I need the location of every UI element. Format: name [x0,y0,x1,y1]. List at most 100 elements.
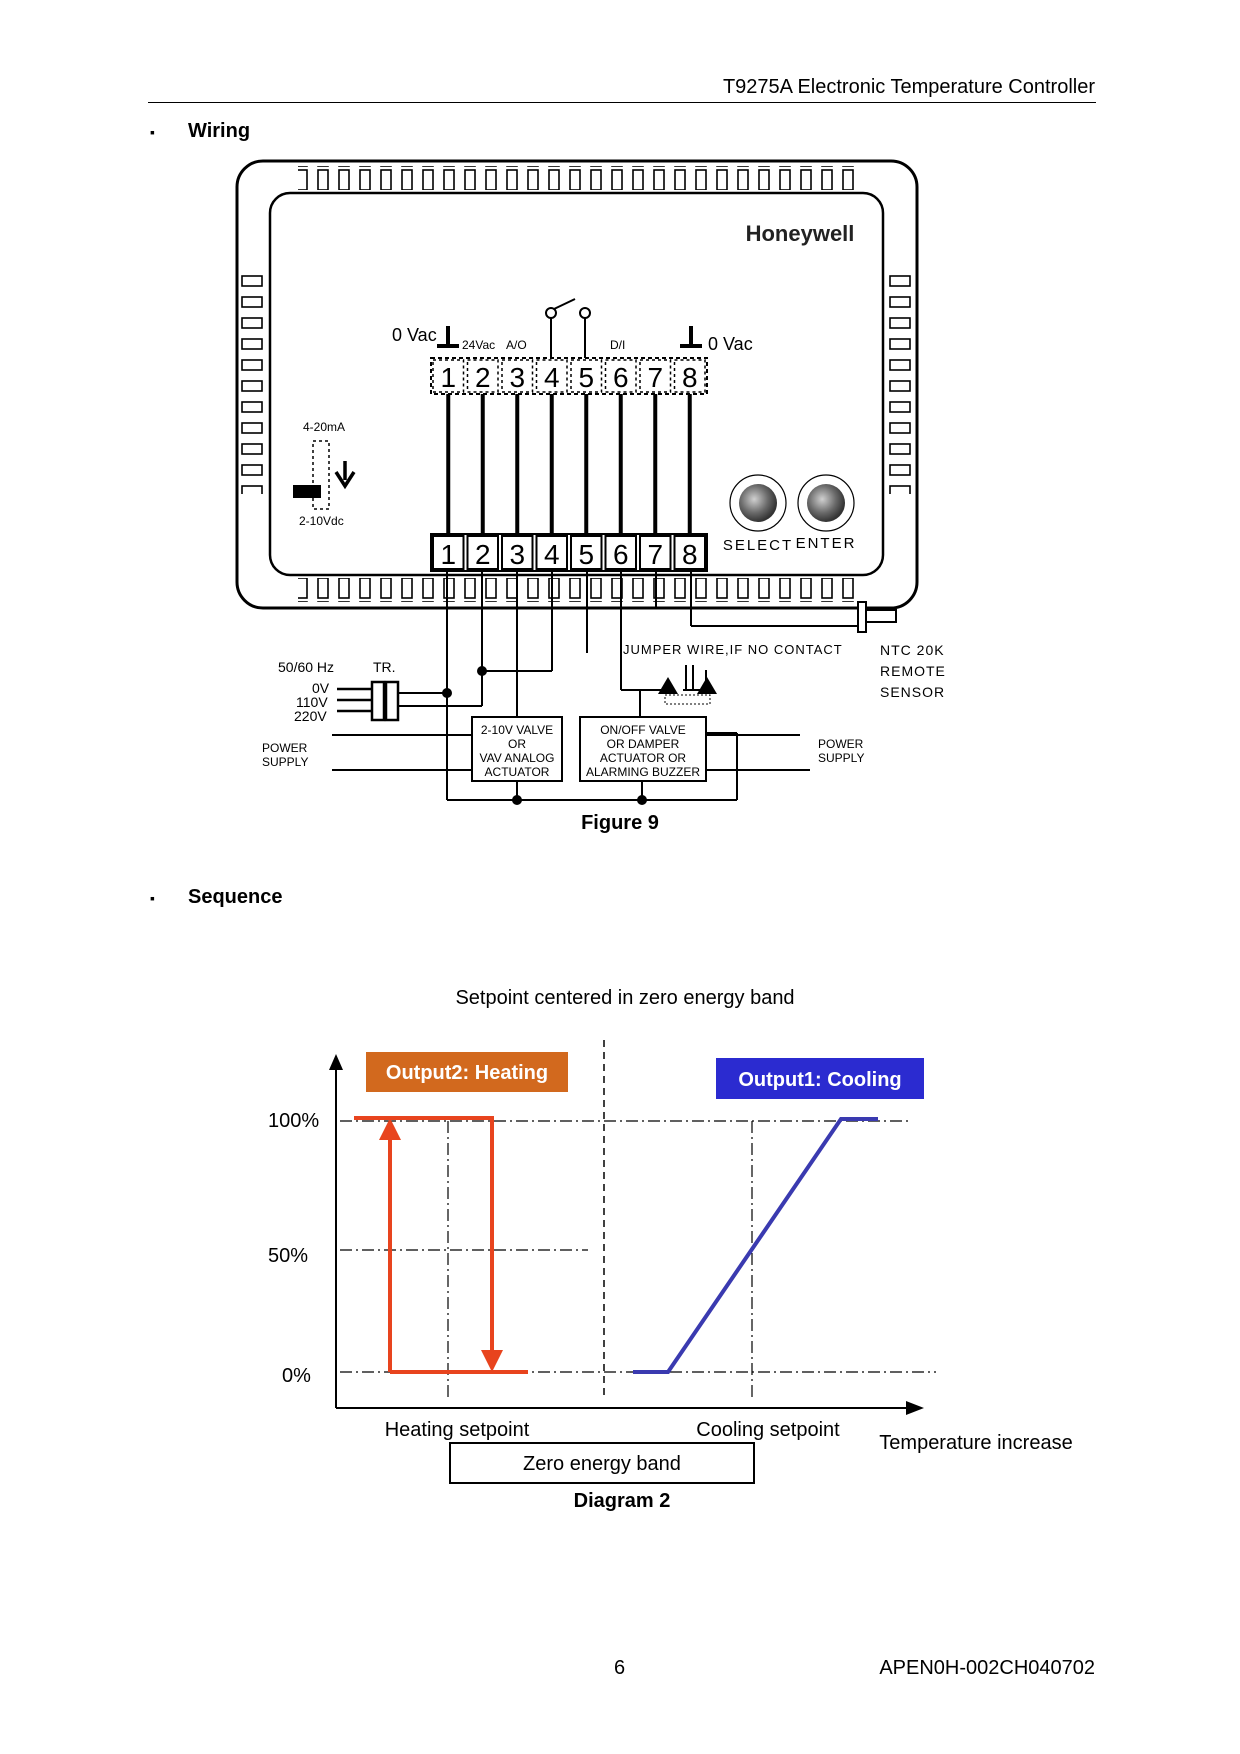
top-terminal-number: 5 [578,362,594,393]
y-axis-arrow-icon [329,1054,343,1070]
top-terminal-cell [604,359,637,393]
heating-down-arrow-icon [481,1350,503,1372]
x-axis-arrow-icon [906,1401,924,1415]
internal-wires [446,394,692,534]
wiring-bullet: ▪ [150,124,155,140]
page-number: 6 [614,1657,626,1679]
power-supply-left-2: SUPPLY [262,755,308,769]
top-terminal-number: 4 [544,362,560,393]
bottom-terminal-number: 3 [509,539,525,570]
bottom-terminal-cell [604,535,637,570]
sequence-diagram: Setpoint centered in zero energy band 10… [268,987,1073,1512]
sequence-bullet: ▪ [150,890,155,906]
bottom-terminal-cell [501,535,534,570]
top-terminal-cell [501,359,534,393]
top-terminal-cell [466,359,499,393]
supply-220v-label: 220V [294,708,327,724]
supply-frequency-label: 50/60 Hz [278,659,334,675]
zero-energy-band-label: Zero energy band [523,1453,681,1475]
controller-face [268,191,885,577]
bottom-terminal-number: 8 [682,539,698,570]
analog-box-line-3: VAV ANALOG [480,751,555,765]
top-terminal-number: 1 [440,362,456,393]
enter-label: ENTER [796,535,857,552]
jumper-block [293,485,321,498]
select-knob [739,484,777,522]
bottom-vents [298,578,858,602]
onoff-box-line-3: ACTUATOR OR [600,751,687,765]
analog-box-line-4: ACTUATOR [485,765,550,779]
document-header-title: T9275A Electronic Temperature Controller [722,76,1095,98]
select-label: SELECT [723,537,793,554]
top-terminal-cell [673,359,706,393]
24vac-label: 24Vac [462,338,495,352]
jumper-wire-label: JUMPER WIRE,IF NO CONTACT [623,642,843,657]
di-switch-icon [545,298,591,358]
top-terminal-number: 7 [647,362,663,393]
bottom-terminal-number: 7 [647,539,663,570]
di-label: D/I [610,338,625,352]
junction-dot [477,666,487,676]
junction-dot [442,688,452,698]
cooling-label-box [716,1058,924,1099]
jumper-2-10vdc-label: 2-10Vdc [299,514,344,528]
y-label-100: 100% [268,1110,319,1132]
cooling-curve [633,1117,878,1374]
bottom-terminal-cell [432,535,465,570]
contact-arrow-icon [697,677,717,694]
top-terminal-cell [639,359,672,393]
onoff-box-line-2: OR DAMPER [607,737,680,751]
top-terminal-number: 3 [509,362,525,393]
power-supply-right-1: POWER [818,737,864,751]
top-vents [298,166,858,190]
heating-label-box [366,1052,568,1092]
jumper-arrow-icon [334,461,356,490]
power-supply-right-2: SUPPLY [818,751,864,765]
analog-actuator-box [471,716,563,782]
contact-arrow-icon [658,677,678,694]
supply-0v-label: 0V [312,680,330,696]
top-terminal-number: 6 [613,362,629,393]
analog-box-line-2: OR [508,737,526,751]
onoff-box-line-1: ON/OFF VALVE [600,723,686,737]
power-supply-left-1: POWER [262,741,308,755]
honeywell-logo: Honeywell [746,221,855,246]
transformer-icon [337,680,400,722]
transformer-label: TR. [373,659,396,675]
header-rule [148,102,1096,103]
top-terminal-number: 8 [682,362,698,393]
left-0vac-label: 0 Vac [392,325,437,345]
jumper-4-20ma-label: 4-20mA [303,420,345,434]
bottom-terminal-cell [466,535,499,570]
enter-knob [807,484,845,522]
top-terminal-cell [570,359,603,393]
bottom-terminal-cell [570,535,603,570]
temperature-increase-label: Temperature increase [879,1432,1072,1454]
cooling-label: Output1: Cooling [738,1069,901,1091]
diagram-title: Setpoint centered in zero energy band [455,987,794,1009]
y-label-50: 50% [268,1245,308,1267]
figure-9-caption: Figure 9 [581,812,659,834]
junction-dot [512,795,522,805]
sequence-section-title: Sequence [188,886,283,908]
heating-up-arrow-icon [379,1118,401,1140]
cooling-setpoint-label: Cooling setpoint [696,1419,840,1441]
right-vents [888,272,912,494]
bottom-terminal-cell [639,535,672,570]
bottom-terminal-number: 1 [440,539,456,570]
left-vents [240,272,264,494]
right-0vac-label: 0 Vac [708,334,753,354]
onoff-actuator-box [579,716,707,782]
top-terminal-cell [535,359,568,393]
gridlines [340,1120,936,1400]
heating-curve [354,1116,528,1374]
supply-110v-label: 110V [296,694,328,710]
ground-symbol-1 [437,326,459,348]
top-terminal-number: 2 [475,362,491,393]
bottom-terminal-cell [673,535,706,570]
top-terminal-cell [432,359,465,393]
diagram-2-caption: Diagram 2 [574,1490,671,1512]
